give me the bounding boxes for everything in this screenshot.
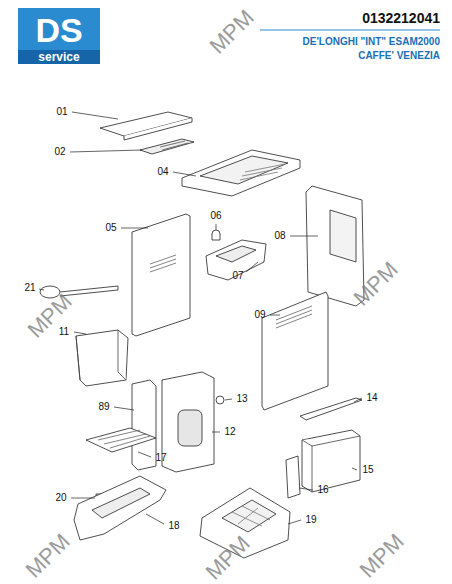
callout-number: 08 (274, 231, 285, 241)
callout-number: 14 (366, 393, 377, 403)
model-name: DE'LONGHI "INT" ESAM2000 (303, 37, 440, 47)
callout-number: 19 (305, 515, 316, 525)
callout-number: 20 (55, 493, 66, 503)
callout-number: 02 (54, 147, 65, 157)
callout-number: 01 (56, 107, 67, 117)
callout-number: 17 (155, 453, 166, 463)
callout-number: 06 (210, 211, 221, 221)
callout-number: 09 (254, 310, 265, 320)
watermark: MPM (22, 530, 74, 582)
model-name: CAFFE' VENEZIA (358, 51, 440, 61)
callout-number: 16 (317, 485, 328, 495)
callout-number: 89 (98, 402, 109, 412)
part-code: 0132212041 (362, 11, 440, 25)
callout-number: 12 (224, 427, 235, 437)
callout-number: 05 (105, 223, 116, 233)
logo (18, 8, 100, 64)
logo-text: service (38, 51, 79, 63)
parts (40, 112, 364, 558)
callout-number: 04 (157, 167, 168, 177)
leader-lines (39, 112, 362, 524)
callout-number: 15 (362, 465, 373, 475)
logo-text: DS (35, 13, 82, 47)
callout-number: 21 (24, 283, 35, 293)
callout-number: 07 (232, 271, 243, 281)
watermark: MPM (356, 530, 408, 582)
callout-number: 11 (59, 327, 69, 337)
callout-number: 18 (168, 521, 179, 531)
watermark: MPM (206, 6, 258, 58)
callout-number: 13 (236, 394, 247, 404)
